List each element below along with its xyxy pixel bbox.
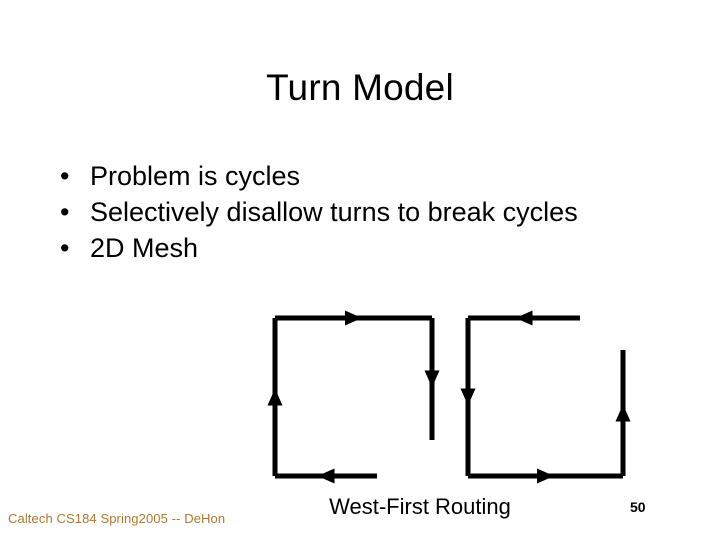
- page-title: Turn Model: [266, 67, 454, 108]
- bullet-icon: •: [60, 161, 70, 191]
- diagram-segments: [267, 310, 631, 484]
- list-item-label: Selectively disallow turns to break cycl…: [90, 196, 578, 227]
- footer-credit: Caltech CS184 Spring2005 -- DeHon: [8, 511, 226, 526]
- list-item: • Selectively disallow turns to break cy…: [48, 196, 608, 229]
- bottom-edge-arrow-right-head: [537, 468, 554, 484]
- right-edge-arrow-down-head: [424, 370, 440, 388]
- left-edge-arrow-down-head: [460, 388, 476, 406]
- left-edge-arrow-up-head: [267, 388, 283, 406]
- diagram-caption: West-First Routing: [329, 494, 511, 519]
- bullet-icon: •: [60, 232, 70, 263]
- page-number: 50: [630, 499, 646, 515]
- bullet-icon: •: [60, 196, 70, 227]
- bullet-list: • Problem is cycles • Selectively disall…: [48, 160, 608, 268]
- list-item: • 2D Mesh: [48, 232, 608, 265]
- bottom-edge-arrow-left-head: [317, 468, 335, 484]
- list-item-label: 2D Mesh: [90, 232, 199, 263]
- right-edge-arrow-up-head: [615, 404, 631, 422]
- top-edge-arrow-left-head: [515, 310, 533, 326]
- top-edge-arrow-right-head: [345, 310, 362, 326]
- list-item: • Problem is cycles: [48, 160, 608, 193]
- list-item-label: Problem is cycles: [90, 161, 301, 191]
